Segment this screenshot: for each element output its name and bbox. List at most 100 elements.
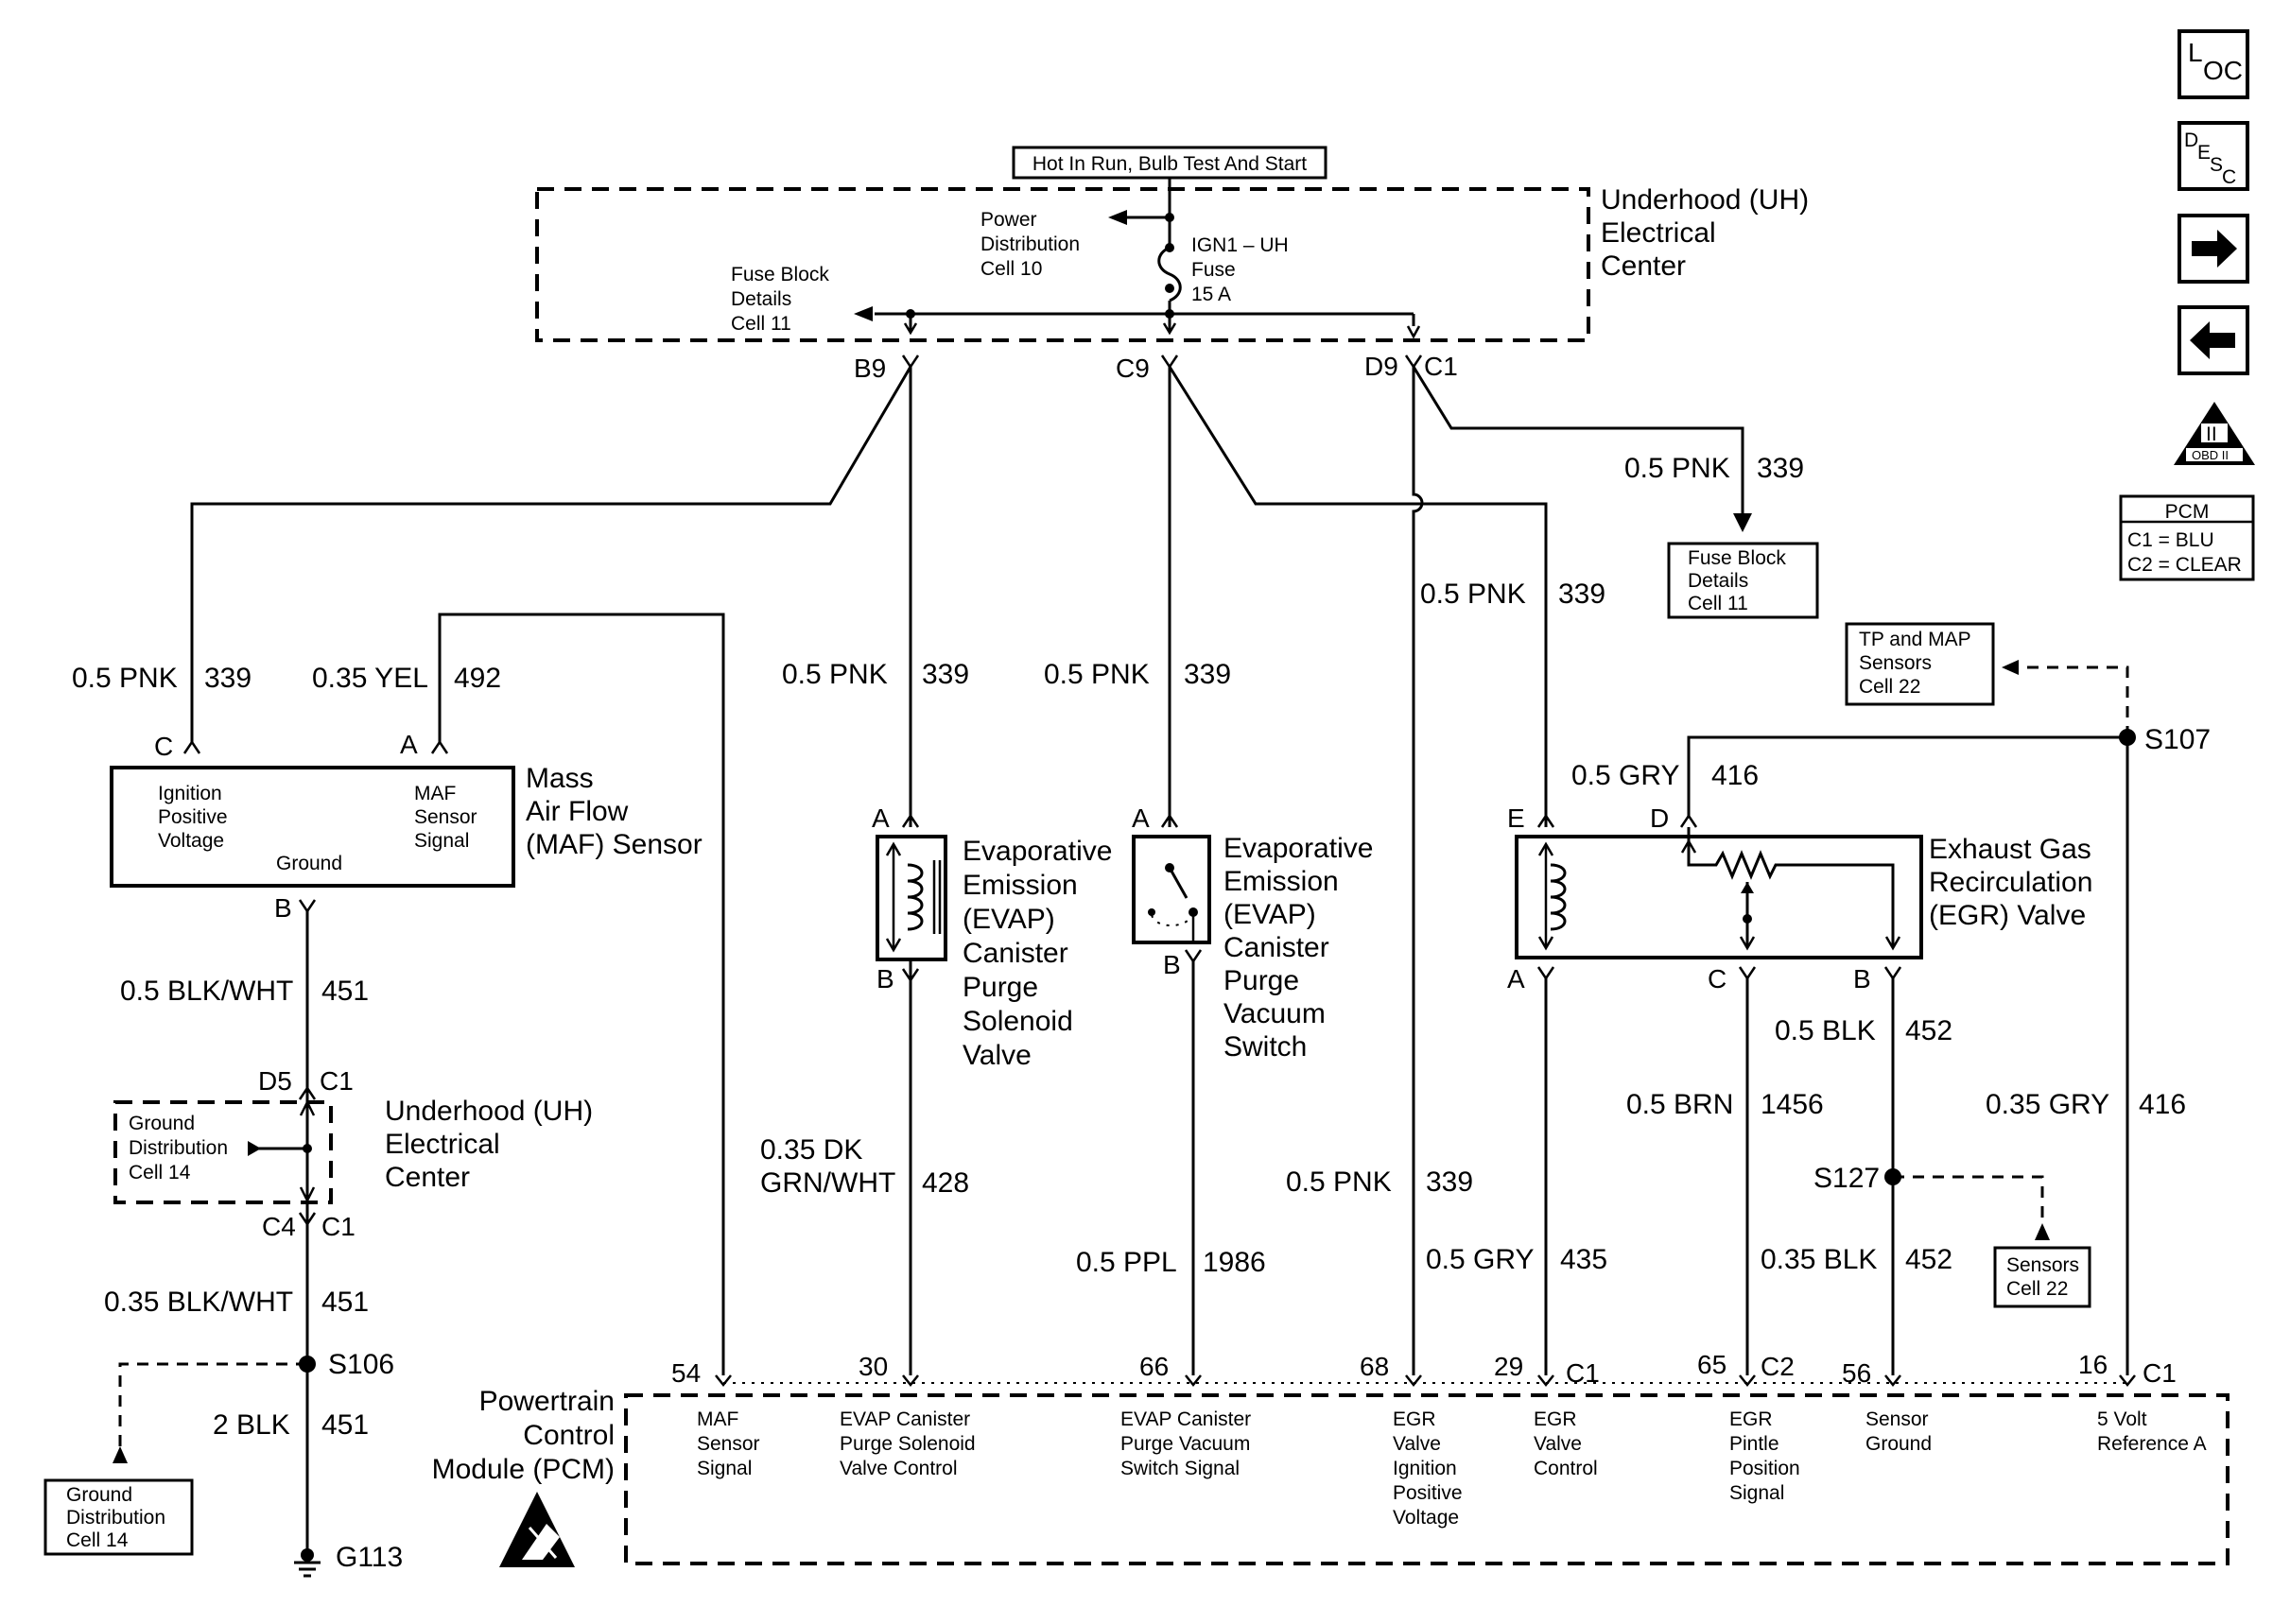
pcm-func-ground-2: Ground	[1865, 1433, 1932, 1455]
pcm-pin-65-connector: C2	[1761, 1352, 1795, 1381]
egr-pin-a: A	[1507, 964, 1525, 993]
evap-sol-pin-b: B	[876, 964, 894, 993]
evap-switch-box	[1132, 835, 1211, 944]
obd-ii-icon[interactable]: II OBD II	[2174, 402, 2255, 465]
pcm-func-5v-2: Reference A	[2097, 1433, 2207, 1455]
connector-b9: B9	[854, 354, 886, 383]
connector-d9: D9	[1364, 352, 1398, 381]
evap-sol-title1: Evaporative	[963, 836, 1112, 867]
uh-center2-line1: Underhood (UH)	[385, 1096, 593, 1127]
loc-sub-text: OC	[2203, 56, 2243, 85]
wire-label-circuit: 451	[321, 1287, 369, 1318]
pcm-func-evap-sol-1: EVAP Canister	[840, 1408, 970, 1430]
uh-center2-line3: Center	[385, 1162, 470, 1193]
evap-sw-title2: Emission	[1223, 866, 1339, 897]
splice-s106-label: S106	[328, 1349, 394, 1380]
uh-electrical-center-box	[535, 187, 1590, 342]
uh-ground-center-box	[113, 1100, 333, 1204]
pcm-pin-30: 30	[859, 1352, 888, 1381]
maf-pin-c: C	[154, 732, 173, 761]
power-dist-line2: Distribution	[980, 233, 1080, 255]
sensors22-line1: Sensors	[2006, 1254, 2079, 1276]
ground-dist-uh-line1: Ground	[129, 1113, 195, 1134]
fuse-block-right-line1: Fuse Block	[1688, 547, 1786, 569]
fuse-block-right-line2: Details	[1688, 570, 1748, 592]
splice-s107-label: S107	[2144, 724, 2211, 755]
prev-button[interactable]	[2178, 305, 2249, 375]
uh-center-line1: Underhood (UH)	[1601, 184, 1809, 216]
pcm-func-evap-sw-2: Purge Vacuum	[1120, 1433, 1250, 1455]
fuse-block-right-box	[1667, 542, 1819, 619]
pcm-func-egr-ign-2: Valve	[1393, 1433, 1441, 1455]
pcm-pin-16: 16	[2078, 1350, 2108, 1379]
pcm-func-egr-pos-3: Position	[1729, 1458, 1800, 1479]
tp-map-line3: Cell 22	[1859, 676, 1920, 698]
wire-label-size: 0.5 BRN	[1626, 1089, 1733, 1120]
arrow-left-icon	[2190, 321, 2235, 359]
wire-label-size: 0.35 BLK	[1761, 1244, 1877, 1275]
loc-main-text: L	[2188, 38, 2203, 67]
evap-sol-title2: Emission	[963, 870, 1078, 901]
pcm-func-evap-sw-3: Switch Signal	[1120, 1458, 1240, 1479]
maf-pin-a: A	[400, 730, 418, 759]
uh-center-line3: Center	[1601, 251, 1686, 282]
fuse-block-top-line1: Fuse Block	[731, 264, 829, 285]
wire-label-circuit: 1986	[1203, 1247, 1266, 1278]
arrow-right-icon	[2192, 230, 2237, 268]
wire-label-size: 0.5 PNK	[1286, 1166, 1392, 1198]
next-button[interactable]	[2178, 214, 2249, 284]
wire-label-size: 0.35 DK	[760, 1134, 862, 1166]
connector-d5: D5	[258, 1066, 292, 1096]
ground14-line1: Ground	[66, 1484, 132, 1506]
obd-label-text: OBD II	[2192, 448, 2229, 462]
connector-c9: C9	[1116, 354, 1150, 383]
fuse-line2: Fuse	[1191, 259, 1236, 281]
desc-s-text: S	[2210, 154, 2223, 176]
wire-label-size: 0.5 PPL	[1076, 1247, 1177, 1278]
ground14-line2: Distribution	[66, 1507, 165, 1529]
egr-title3: (EGR) Valve	[1929, 900, 2086, 931]
wire-label-circuit: 339	[1757, 453, 1804, 484]
uh-center-line2: Electrical	[1601, 217, 1716, 249]
wire-label-circuit: 451	[321, 976, 369, 1007]
egr-coil-icon	[1550, 863, 1567, 931]
fuse-block-arrow	[854, 306, 873, 321]
wire-label-size: 0.5 GRY	[1426, 1244, 1535, 1275]
wire-label-circuit: 339	[1184, 659, 1231, 690]
legend-line2: C2 = CLEAR	[2127, 554, 2242, 576]
loc-button[interactable]: L OC	[2178, 29, 2249, 99]
legend-line1: C1 = BLU	[2127, 529, 2214, 551]
evap-sw-pin-a: A	[1132, 803, 1150, 833]
wire-label-circuit: 339	[204, 663, 252, 694]
wire-label-circuit: 492	[454, 663, 501, 694]
wire-label-size: 0.5 PNK	[72, 663, 178, 694]
desc-button[interactable]: D E S C	[2178, 121, 2249, 191]
desc-c-text: C	[2222, 166, 2236, 188]
solenoid-coil-icon	[907, 863, 924, 931]
pcm-connector-legend: PCM C1 = BLU C2 = CLEAR	[2119, 494, 2255, 581]
wire-label-size-cont: GRN/WHT	[760, 1167, 895, 1199]
wire-label-circuit: 451	[321, 1409, 369, 1441]
maf-title-line1: Mass	[526, 763, 594, 794]
maf-ground-label: Ground	[276, 853, 342, 874]
power-dist-line1: Power	[980, 209, 1037, 231]
sensors-cell22-box	[1993, 1246, 2091, 1308]
evap-sw-pin-b: B	[1163, 950, 1181, 979]
legend-title: PCM	[2165, 501, 2210, 523]
maf-pin-b: B	[274, 893, 292, 923]
fuse-block-top-line2: Details	[731, 288, 791, 310]
egr-pin-b: B	[1853, 964, 1871, 993]
pcm-title3: Module (PCM)	[432, 1454, 615, 1485]
wire-label-size: 0.35 BLK/WHT	[104, 1287, 293, 1318]
fuse-block-top-line3: Cell 11	[731, 313, 791, 335]
wire-label-circuit: 428	[922, 1167, 969, 1199]
obd-numeral-text: II	[2206, 423, 2217, 445]
maf-sig-line1: MAF	[414, 783, 456, 804]
pcm-func-maf-1: MAF	[697, 1408, 738, 1430]
evap-sw-title7: Switch	[1223, 1031, 1307, 1063]
sensors22-line2: Cell 22	[2006, 1278, 2068, 1300]
wire-label-size: 0.5 GRY	[1571, 760, 1680, 791]
evap-sol-pin-a: A	[872, 803, 890, 833]
connector-d9-c1: C1	[1424, 352, 1458, 381]
hot-in-run-label: Hot In Run, Bulb Test And Start	[1032, 153, 1307, 175]
